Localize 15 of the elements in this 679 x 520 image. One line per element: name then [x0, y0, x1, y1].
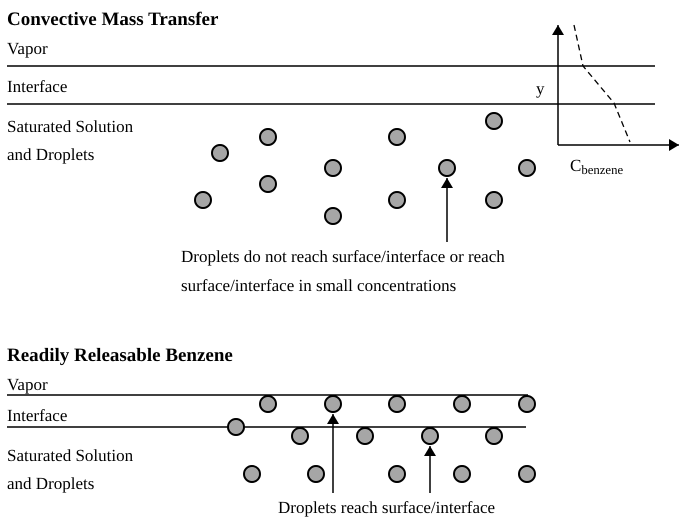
layer-label: Interface: [7, 405, 68, 427]
arrow: [424, 446, 436, 493]
section-heading: Readily Releasable Benzene: [7, 344, 233, 368]
layer-label: Saturated Solution and Droplets: [7, 116, 134, 166]
arrow: [327, 414, 339, 493]
annotation-text: Droplets reach surface/interface: [278, 497, 496, 519]
annotation-text: Droplets do not reach surface/interface or reach surface/interface in small concentrations: [181, 246, 506, 297]
axis-label: C$_{benzene}$: [570, 155, 624, 178]
section-heading: Convective Mass Transfer: [7, 8, 218, 32]
layer-label: Interface: [7, 76, 68, 98]
layer-label: Vapor: [7, 374, 48, 396]
layer-label: Saturated Solution and Droplets: [7, 445, 134, 495]
axis-label: y: [536, 78, 544, 100]
arrow: [441, 178, 453, 242]
layer-label: Vapor: [7, 38, 48, 60]
